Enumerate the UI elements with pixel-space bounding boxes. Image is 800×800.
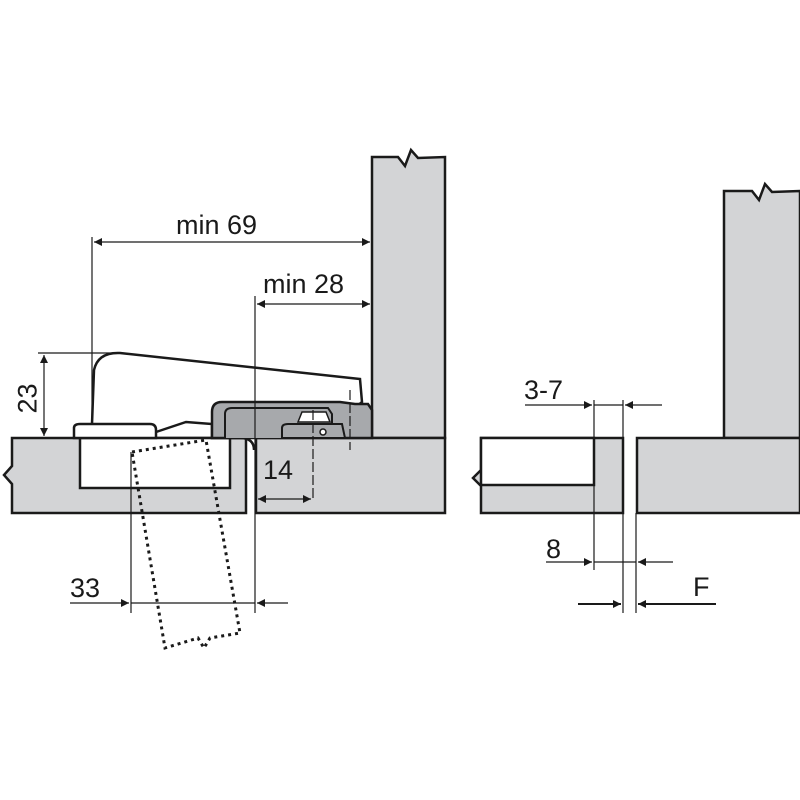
door-swing-outline xyxy=(130,438,242,651)
label-14: 14 xyxy=(263,455,294,485)
cabinet-side-panel xyxy=(370,147,447,440)
label-height-23: 23 xyxy=(12,383,43,414)
cabinet-side-panel-right xyxy=(722,181,800,440)
adjustment-screw-icon xyxy=(296,411,332,423)
hinge-cup-recess xyxy=(78,436,232,490)
left-view xyxy=(2,147,447,651)
label-3-7: 3-7 xyxy=(524,375,564,405)
label-8: 8 xyxy=(546,534,562,564)
cabinet-bottom-panel-right xyxy=(635,436,800,515)
right-view xyxy=(471,181,800,613)
label-F: F xyxy=(693,572,710,602)
hinge-cup-flange xyxy=(72,422,158,440)
screw-hole-icon xyxy=(319,428,327,436)
label-33: 33 xyxy=(70,573,101,603)
label-min-69: min 69 xyxy=(176,210,258,240)
label-min-28: min 28 xyxy=(263,269,345,299)
door-recess-right xyxy=(479,436,596,487)
